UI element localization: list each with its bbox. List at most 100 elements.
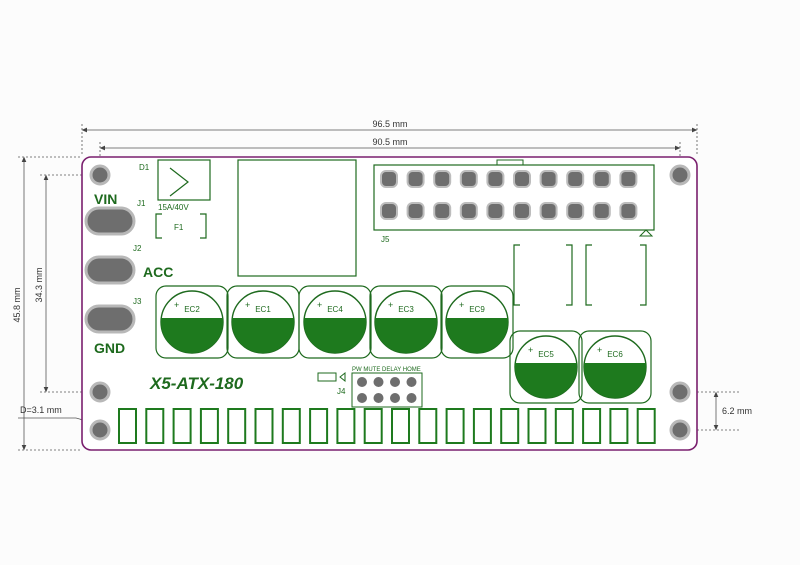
capacitor-fill [232,318,294,354]
jumper-pin [357,377,367,387]
capacitor-label: EC3 [398,305,414,314]
header-pin [566,202,585,220]
label-j3: J3 [133,297,142,306]
jumper-pin [406,377,417,387]
edge-pad [527,408,547,444]
header-pin [406,170,425,188]
header-pin [433,202,452,220]
pin1-marker [638,229,654,237]
capacitor-label: EC1 [255,305,271,314]
capacitor-outline [509,330,583,404]
capacitor-fill [375,318,437,354]
capacitor-label: EC6 [607,350,623,359]
jumper-pin [390,377,400,387]
jumper-pin [406,393,417,403]
capacitor-polarity: + [245,300,250,310]
capacitor-fill [584,363,646,399]
edge-pad [609,408,629,444]
edge-pad [500,408,520,444]
header-pin [459,202,478,220]
fuse-f1 [155,213,207,239]
header-j5-pins [380,170,638,220]
dimension-lines [18,124,740,451]
capacitor-polarity: + [528,345,533,355]
label-j5: J5 [381,235,390,244]
capacitor-label: EC2 [184,305,200,314]
header-pin [566,170,585,188]
label-j2: J2 [133,244,142,253]
label-j1: J1 [137,199,146,208]
header-pin [486,170,505,188]
edge-pad [118,408,137,444]
capacitor-fill [515,363,577,399]
terminal-vin [84,206,136,236]
capacitor-outline [155,285,229,359]
edge-pad [391,408,410,444]
mounting-holes [89,164,691,441]
edge-pad [554,408,574,444]
dim-hole-height: 34.3 mm [34,267,44,302]
dim-hole-diameter: D=3.1 mm [20,405,62,415]
mounting-hole [89,419,111,441]
header-pin [592,202,611,220]
label-j4: J4 [337,387,346,396]
capacitor-polarity: + [174,300,179,310]
header-pin [539,202,558,220]
capacitor-fill [304,318,366,353]
capacitor-outline [298,285,372,359]
capacitor-polarity: + [597,345,602,355]
capacitor-outline [440,285,514,359]
capacitor: EC1 + [226,285,300,359]
label-f1: F1 [174,223,184,232]
header-pin [619,170,638,188]
edge-pad [636,408,656,444]
dim-hole-width: 90.5 mm [372,137,407,147]
header-pin [406,202,425,220]
header-j4-pins [357,377,417,403]
label-gnd: GND [94,340,125,356]
capacitor-outline [369,285,443,359]
board-name: X5-ATX-180 [149,374,244,393]
capacitor: EC2 + [155,285,229,359]
terminal-acc [84,255,136,285]
edge-pad [472,408,492,444]
label-j1-rating: 15A/40V [158,203,189,212]
capacitor-label: EC9 [469,305,485,314]
edge-pad [281,408,301,444]
label-acc: ACC [143,264,173,280]
jumper-pin [390,393,400,403]
capacitor-outline [578,330,652,404]
edge-pad [363,408,383,444]
capacitor: EC9 + [440,285,514,359]
capacitor-polarity: + [459,300,464,310]
capacitor-fill [161,318,223,354]
header-pin [459,170,478,188]
capacitor-label: EC4 [327,305,343,314]
diode-d1 [157,159,211,201]
edge-pad [418,408,438,444]
edge-pad [445,408,465,444]
jumper-pin [373,393,384,403]
header-pin [380,202,398,220]
header-j4 [351,372,423,408]
header-pin [619,202,638,220]
edge-connector-pads [118,408,656,444]
dim-overall-height: 45.8 mm [12,287,22,322]
header-pin [513,202,531,220]
led-footprint [317,372,337,382]
mounting-hole [669,381,691,403]
label-j4-pins: PW MUTE DELAY HOME [352,367,421,373]
dim-overall-width: 96.5 mm [372,119,407,129]
header-pin [592,170,611,188]
capacitor-polarity: + [388,300,393,310]
terminal-gnd [84,304,136,334]
edge-pad [145,408,165,444]
edge-pad [227,408,247,444]
dim-hole-offset: 6.2 mm [722,406,752,416]
mounting-hole [89,164,111,186]
capacitor-polarity: + [317,300,322,310]
mounting-hole [669,164,691,186]
edge-pad [199,408,219,444]
jumper-pin [357,393,367,403]
label-d1: D1 [139,163,150,172]
